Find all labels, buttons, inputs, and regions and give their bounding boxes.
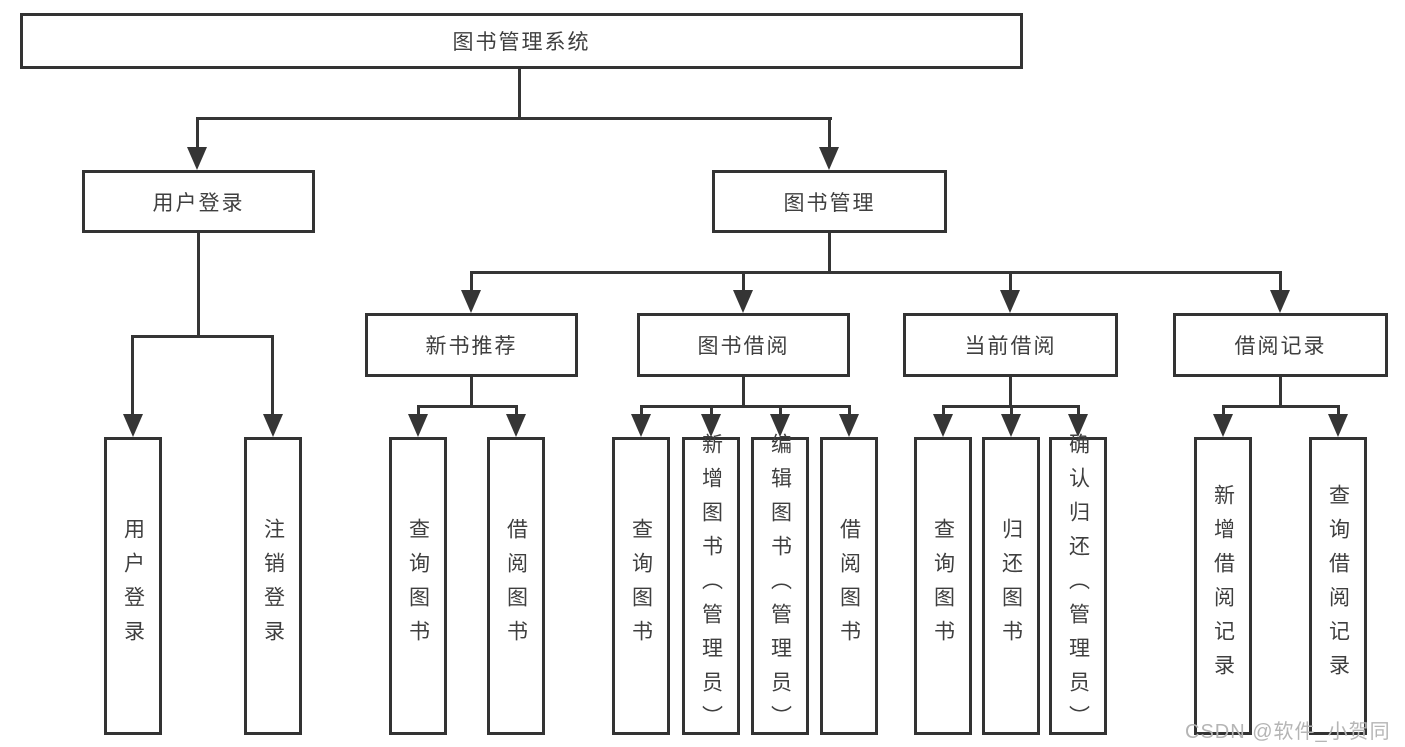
connector-book-mgmt-stem [828, 233, 831, 274]
node-user-login: 用户登录 [82, 170, 315, 233]
connector-root-left-drop [196, 117, 199, 150]
arrow-records-leaf-1 [1213, 414, 1233, 437]
connector-book-mgmt-branch [470, 271, 1281, 274]
node-borrowing-records: 借阅记录 [1173, 313, 1388, 377]
node-new-book-recommend: 新书推荐 [365, 313, 578, 377]
leaf-edit-book-admin-label: 编辑图书（管理员） [768, 433, 792, 739]
node-current-borrowing: 当前借阅 [903, 313, 1118, 377]
leaf-borrowing-query-books: 查询图书 [612, 437, 670, 735]
connector-recommend-stem [470, 377, 473, 408]
leaf-borrowing-borrow-books: 借阅图书 [820, 437, 878, 735]
leaf-current-query-books-label: 查询图书 [931, 518, 955, 654]
arrow-borrowing-leaf-2 [701, 414, 721, 437]
node-root: 图书管理系统 [20, 13, 1023, 69]
connector-user-login-drop-2 [271, 335, 274, 417]
leaf-borrowing-query-books-label: 查询图书 [629, 518, 653, 654]
connector-records-drop-1 [1222, 405, 1225, 417]
connector-borrowing-branch [640, 405, 851, 408]
node-book-borrowing-label: 图书借阅 [697, 335, 790, 358]
connector-records-branch [1222, 405, 1340, 408]
leaf-logout: 注销登录 [244, 437, 302, 735]
connector-recommend-branch [417, 405, 518, 408]
connector-records-stem [1279, 377, 1282, 408]
connector-recommend-drop-2 [515, 405, 518, 417]
connector-current-drop-2 [1010, 405, 1013, 417]
leaf-query-borrow-record: 查询借阅记录 [1309, 437, 1367, 735]
connector-current-drop-3 [1077, 405, 1080, 417]
connector-book-mgmt-drop-3 [1009, 271, 1012, 293]
node-root-label: 图书管理系统 [452, 31, 591, 54]
leaf-current-query-books: 查询图书 [914, 437, 972, 735]
leaf-add-book-admin: 新增图书（管理员） [682, 433, 740, 739]
arrow-to-leaf-user-login [123, 414, 143, 437]
watermark: CSDN @软件_小贺同学 [1185, 721, 1391, 743]
node-current-borrowing-label: 当前借阅 [964, 335, 1057, 358]
connector-user-login-branch [131, 335, 274, 338]
arrow-current-leaf-2 [1001, 414, 1021, 437]
arrow-to-borrowing-records [1270, 290, 1290, 313]
connector-book-mgmt-drop-4 [1279, 271, 1282, 293]
arrow-to-book-management [819, 147, 839, 170]
arrow-recommend-leaf-1 [408, 414, 428, 437]
leaf-recommend-query-books: 查询图书 [389, 437, 447, 735]
leaf-return-book-label: 归还图书 [999, 518, 1023, 654]
connector-borrowing-drop-1 [640, 405, 643, 417]
connector-borrowing-drop-2 [710, 405, 713, 417]
arrow-borrowing-leaf-4 [839, 414, 859, 437]
arrow-to-leaf-logout [263, 414, 283, 437]
connector-book-mgmt-drop-2 [742, 271, 745, 293]
connector-current-stem [1009, 377, 1012, 408]
connector-user-login-drop-1 [131, 335, 134, 417]
arrow-to-current-borrowing [1000, 290, 1020, 313]
leaf-return-book: 归还图书 [982, 437, 1040, 735]
connector-root-right-drop [828, 117, 831, 150]
connector-borrowing-drop-4 [848, 405, 851, 417]
leaf-recommend-borrow-books: 借阅图书 [487, 437, 545, 735]
node-book-management-label: 图书管理 [783, 191, 876, 215]
node-new-book-recommend-label: 新书推荐 [425, 335, 518, 358]
node-user-login-label: 用户登录 [152, 191, 245, 215]
arrow-current-leaf-3 [1068, 414, 1088, 437]
connector-borrowing-drop-3 [779, 405, 782, 417]
leaf-recommend-query-books-label: 查询图书 [406, 518, 430, 654]
connector-recommend-drop-1 [417, 405, 420, 417]
leaf-confirm-return-admin-label: 确认归还（管理员） [1066, 433, 1090, 739]
arrow-to-new-book-recommend [461, 290, 481, 313]
arrow-to-user-login [187, 147, 207, 170]
leaf-add-borrow-record: 新增借阅记录 [1194, 437, 1252, 735]
leaf-logout-label: 注销登录 [261, 518, 285, 654]
leaf-add-borrow-record-label: 新增借阅记录 [1211, 484, 1235, 688]
leaf-user-login: 用户登录 [104, 437, 162, 735]
connector-current-drop-1 [942, 405, 945, 417]
connector-book-mgmt-drop-1 [470, 271, 473, 293]
connector-user-login-stem [197, 233, 200, 337]
leaf-borrowing-borrow-books-label: 借阅图书 [837, 518, 861, 654]
arrow-current-leaf-1 [933, 414, 953, 437]
arrow-recommend-leaf-2 [506, 414, 526, 437]
arrow-records-leaf-2 [1328, 414, 1348, 437]
leaf-confirm-return-admin: 确认归还（管理员） [1049, 433, 1107, 739]
connector-root-stem [518, 69, 521, 119]
node-borrowing-records-label: 借阅记录 [1234, 335, 1327, 358]
leaf-edit-book-admin: 编辑图书（管理员） [751, 433, 809, 739]
arrow-borrowing-leaf-1 [631, 414, 651, 437]
connector-root-branch [196, 117, 832, 120]
arrow-borrowing-leaf-3 [770, 414, 790, 437]
node-book-borrowing: 图书借阅 [637, 313, 850, 377]
leaf-recommend-borrow-books-label: 借阅图书 [504, 518, 528, 654]
connector-records-drop-2 [1337, 405, 1340, 417]
leaf-add-book-admin-label: 新增图书（管理员） [699, 433, 723, 739]
arrow-to-book-borrowing [733, 290, 753, 313]
leaf-query-borrow-record-label: 查询借阅记录 [1326, 484, 1350, 688]
connector-borrowing-stem [742, 377, 745, 408]
node-book-management: 图书管理 [712, 170, 947, 233]
leaf-user-login-label: 用户登录 [121, 518, 145, 654]
